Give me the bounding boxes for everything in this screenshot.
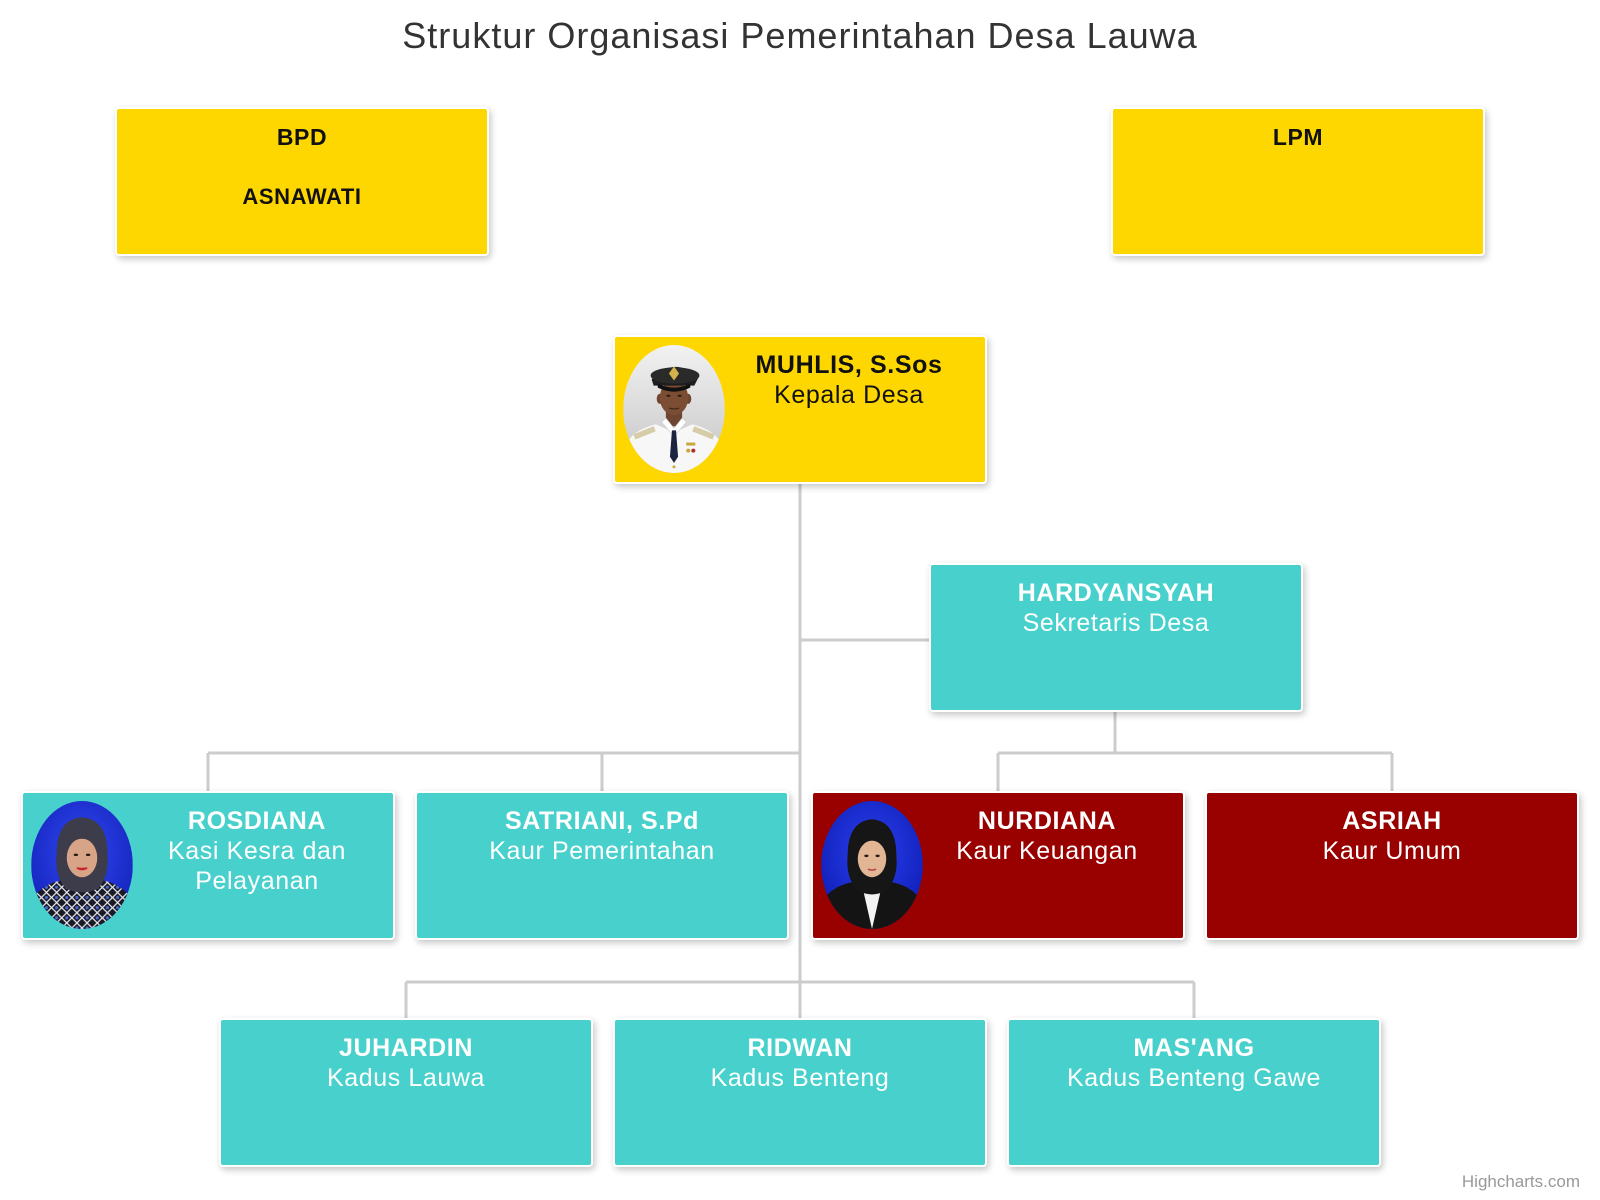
node-sekretaris-desa[interactable]: HARDYANSYAH Sekretaris Desa <box>929 563 1303 712</box>
node-kadus-benteng-gawe-title: Kadus Benteng Gawe <box>1066 1064 1322 1092</box>
node-bpd-name: ASNAWATI <box>242 184 362 209</box>
node-kadus-benteng[interactable]: RIDWAN Kadus Benteng <box>613 1018 987 1167</box>
chart-title: Struktur Organisasi Pemerintahan Desa La… <box>402 15 1198 56</box>
node-kadus-lauwa[interactable]: JUHARDIN Kadus Lauwa <box>219 1018 593 1167</box>
node-sekretaris-desa-name: HARDYANSYAH <box>1017 579 1215 607</box>
node-kaur-umum-name: ASRIAH <box>1342 807 1442 835</box>
node-kaur-keuangan-name: NURDIANA <box>977 807 1117 835</box>
node-kadus-benteng-gawe-name: MAS'ANG <box>1133 1034 1255 1062</box>
node-sekretaris-desa-title: Sekretaris Desa <box>1022 609 1210 637</box>
node-kadus-lauwa-name: JUHARDIN <box>339 1034 473 1062</box>
node-kadus-benteng-name: RIDWAN <box>747 1034 853 1062</box>
node-bpd[interactable]: BPD ASNAWATI <box>115 107 489 256</box>
node-kaur-umum-title: Kaur Umum <box>1322 837 1462 865</box>
node-kasi-kesra[interactable]: ROSDIANA Kasi Kesra dan Pelayanan <box>21 791 395 940</box>
node-kaur-keuangan-title: Kaur Keuangan <box>956 837 1138 865</box>
node-kaur-pemerintahan[interactable]: SATRIANI, S.Pd Kaur Pemerintahan <box>415 791 789 940</box>
node-kaur-keuangan[interactable]: NURDIANA Kaur Keuangan <box>811 791 1185 940</box>
node-kepala-desa[interactable]: MUHLIS, S.Sos Kepala Desa <box>613 335 987 484</box>
node-kepala-desa-name: MUHLIS, S.Sos <box>755 351 943 379</box>
node-lpm[interactable]: LPM <box>1111 107 1485 256</box>
node-kepala-desa-title: Kepala Desa <box>774 381 924 409</box>
node-kadus-lauwa-title: Kadus Lauwa <box>326 1064 486 1092</box>
portrait-photo <box>623 345 725 473</box>
node-kaur-pemerintahan-name: SATRIANI, S.Pd <box>504 807 700 835</box>
portrait-photo <box>31 801 133 929</box>
node-kasi-kesra-title: Kasi Kesra dan Pelayanan <box>168 837 346 895</box>
node-kaur-umum[interactable]: ASRIAH Kaur Umum <box>1205 791 1579 940</box>
node-kasi-kesra-name: ROSDIANA <box>187 807 327 835</box>
node-kadus-benteng-title: Kadus Benteng <box>710 1064 890 1092</box>
node-kadus-benteng-gawe[interactable]: MAS'ANG Kadus Benteng Gawe <box>1007 1018 1381 1167</box>
portrait-photo <box>821 801 923 929</box>
highcharts-credits-link[interactable]: Highcharts.com <box>1461 1172 1580 1191</box>
node-lpm-title: LPM <box>1272 124 1324 150</box>
node-bpd-title: BPD <box>276 124 328 150</box>
node-kaur-pemerintahan-title: Kaur Pemerintahan <box>489 837 715 865</box>
